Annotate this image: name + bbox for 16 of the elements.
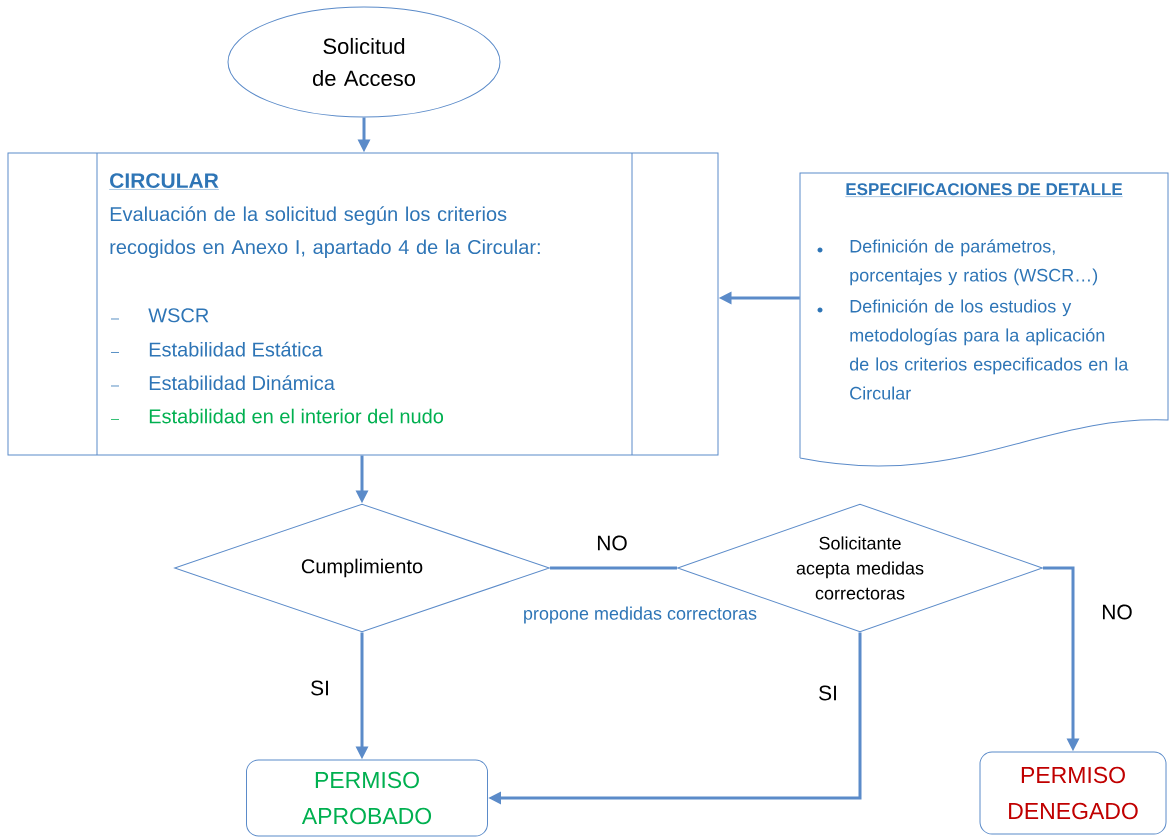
list-item: Estabilidad Dinámica: [149, 375, 335, 391]
edge-label: NO: [594, 533, 630, 553]
edge-label: NO: [1099, 602, 1135, 622]
note-text: propone medidas correctoras: [524, 606, 757, 624]
description-text: Evaluación de la solicitud según los criterios recogidos en Anexo I, apartado 4 de la Circular:: [110, 206, 540, 259]
heading: ESPECIFICACIONES DE DETALLE: [845, 183, 1123, 197]
list-item: Estabilidad en el interior del nudo: [149, 408, 444, 424]
edge-label: SI: [308, 678, 332, 698]
result-box: PERMISO DENEGADO: [979, 751, 1167, 835]
list-item: Estabilidad Estática: [149, 341, 323, 357]
heading: CIRCULAR: [109, 173, 220, 190]
list-item: Definición de los estudios y metodologías para la aplicación de los criterios especificados en la Circular: [849, 299, 1129, 400]
list-item: Definición de parámetros, porcentajes y ratios (WSCR…): [850, 239, 1098, 286]
edge-label: SI: [816, 683, 840, 703]
result-box: PERMISO APROBADO: [246, 759, 488, 837]
list-item: WSCR: [148, 308, 209, 323]
